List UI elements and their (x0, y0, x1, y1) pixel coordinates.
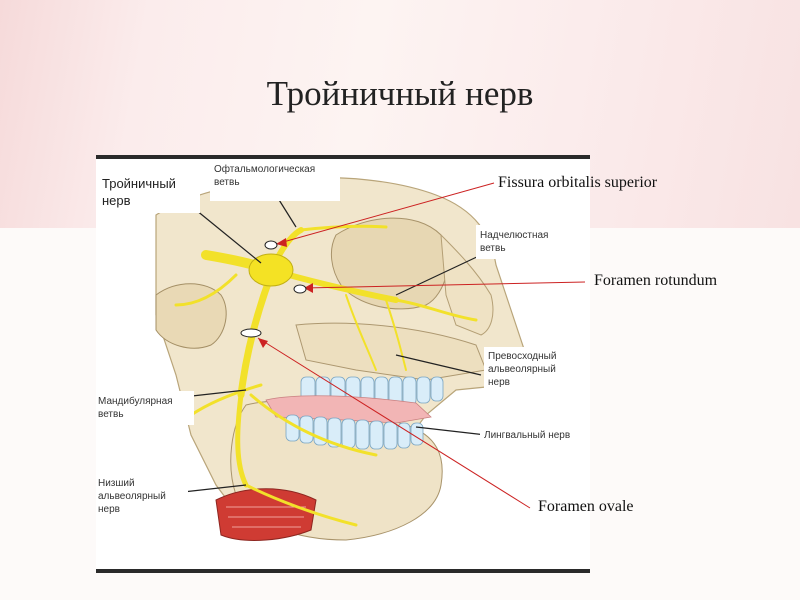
label-maxillary: Надчелюстная ветвь (480, 230, 549, 254)
annotation-fissura: Fissura orbitalis superior (498, 174, 658, 191)
label-box-inferior-alveolar (96, 475, 188, 521)
annotation-rotundum: Foramen rotundum (594, 272, 718, 289)
anatomy-figure: Тройничный нерв Офтальмологическая ветвь… (96, 155, 590, 573)
label-inferior-alveolar: Низший альвеолярный нерв (98, 478, 166, 515)
label-box-mandibular (96, 391, 194, 425)
label-superior-alveolar: Превосходный альвеолярный нерв (488, 351, 557, 388)
label-ophthalmic: Офтальмологическая ветвь (214, 164, 316, 188)
label-mandibular: Мандибулярная ветвь (98, 396, 173, 420)
label-box-trigeminal (100, 173, 200, 213)
slide-title: Тройничный нерв (266, 74, 534, 113)
label-lingual: Лингвальный нерв (484, 430, 571, 441)
annotation-ovale: Foramen ovale (538, 498, 634, 515)
label-trigeminal: Тройничный нерв (102, 176, 176, 208)
